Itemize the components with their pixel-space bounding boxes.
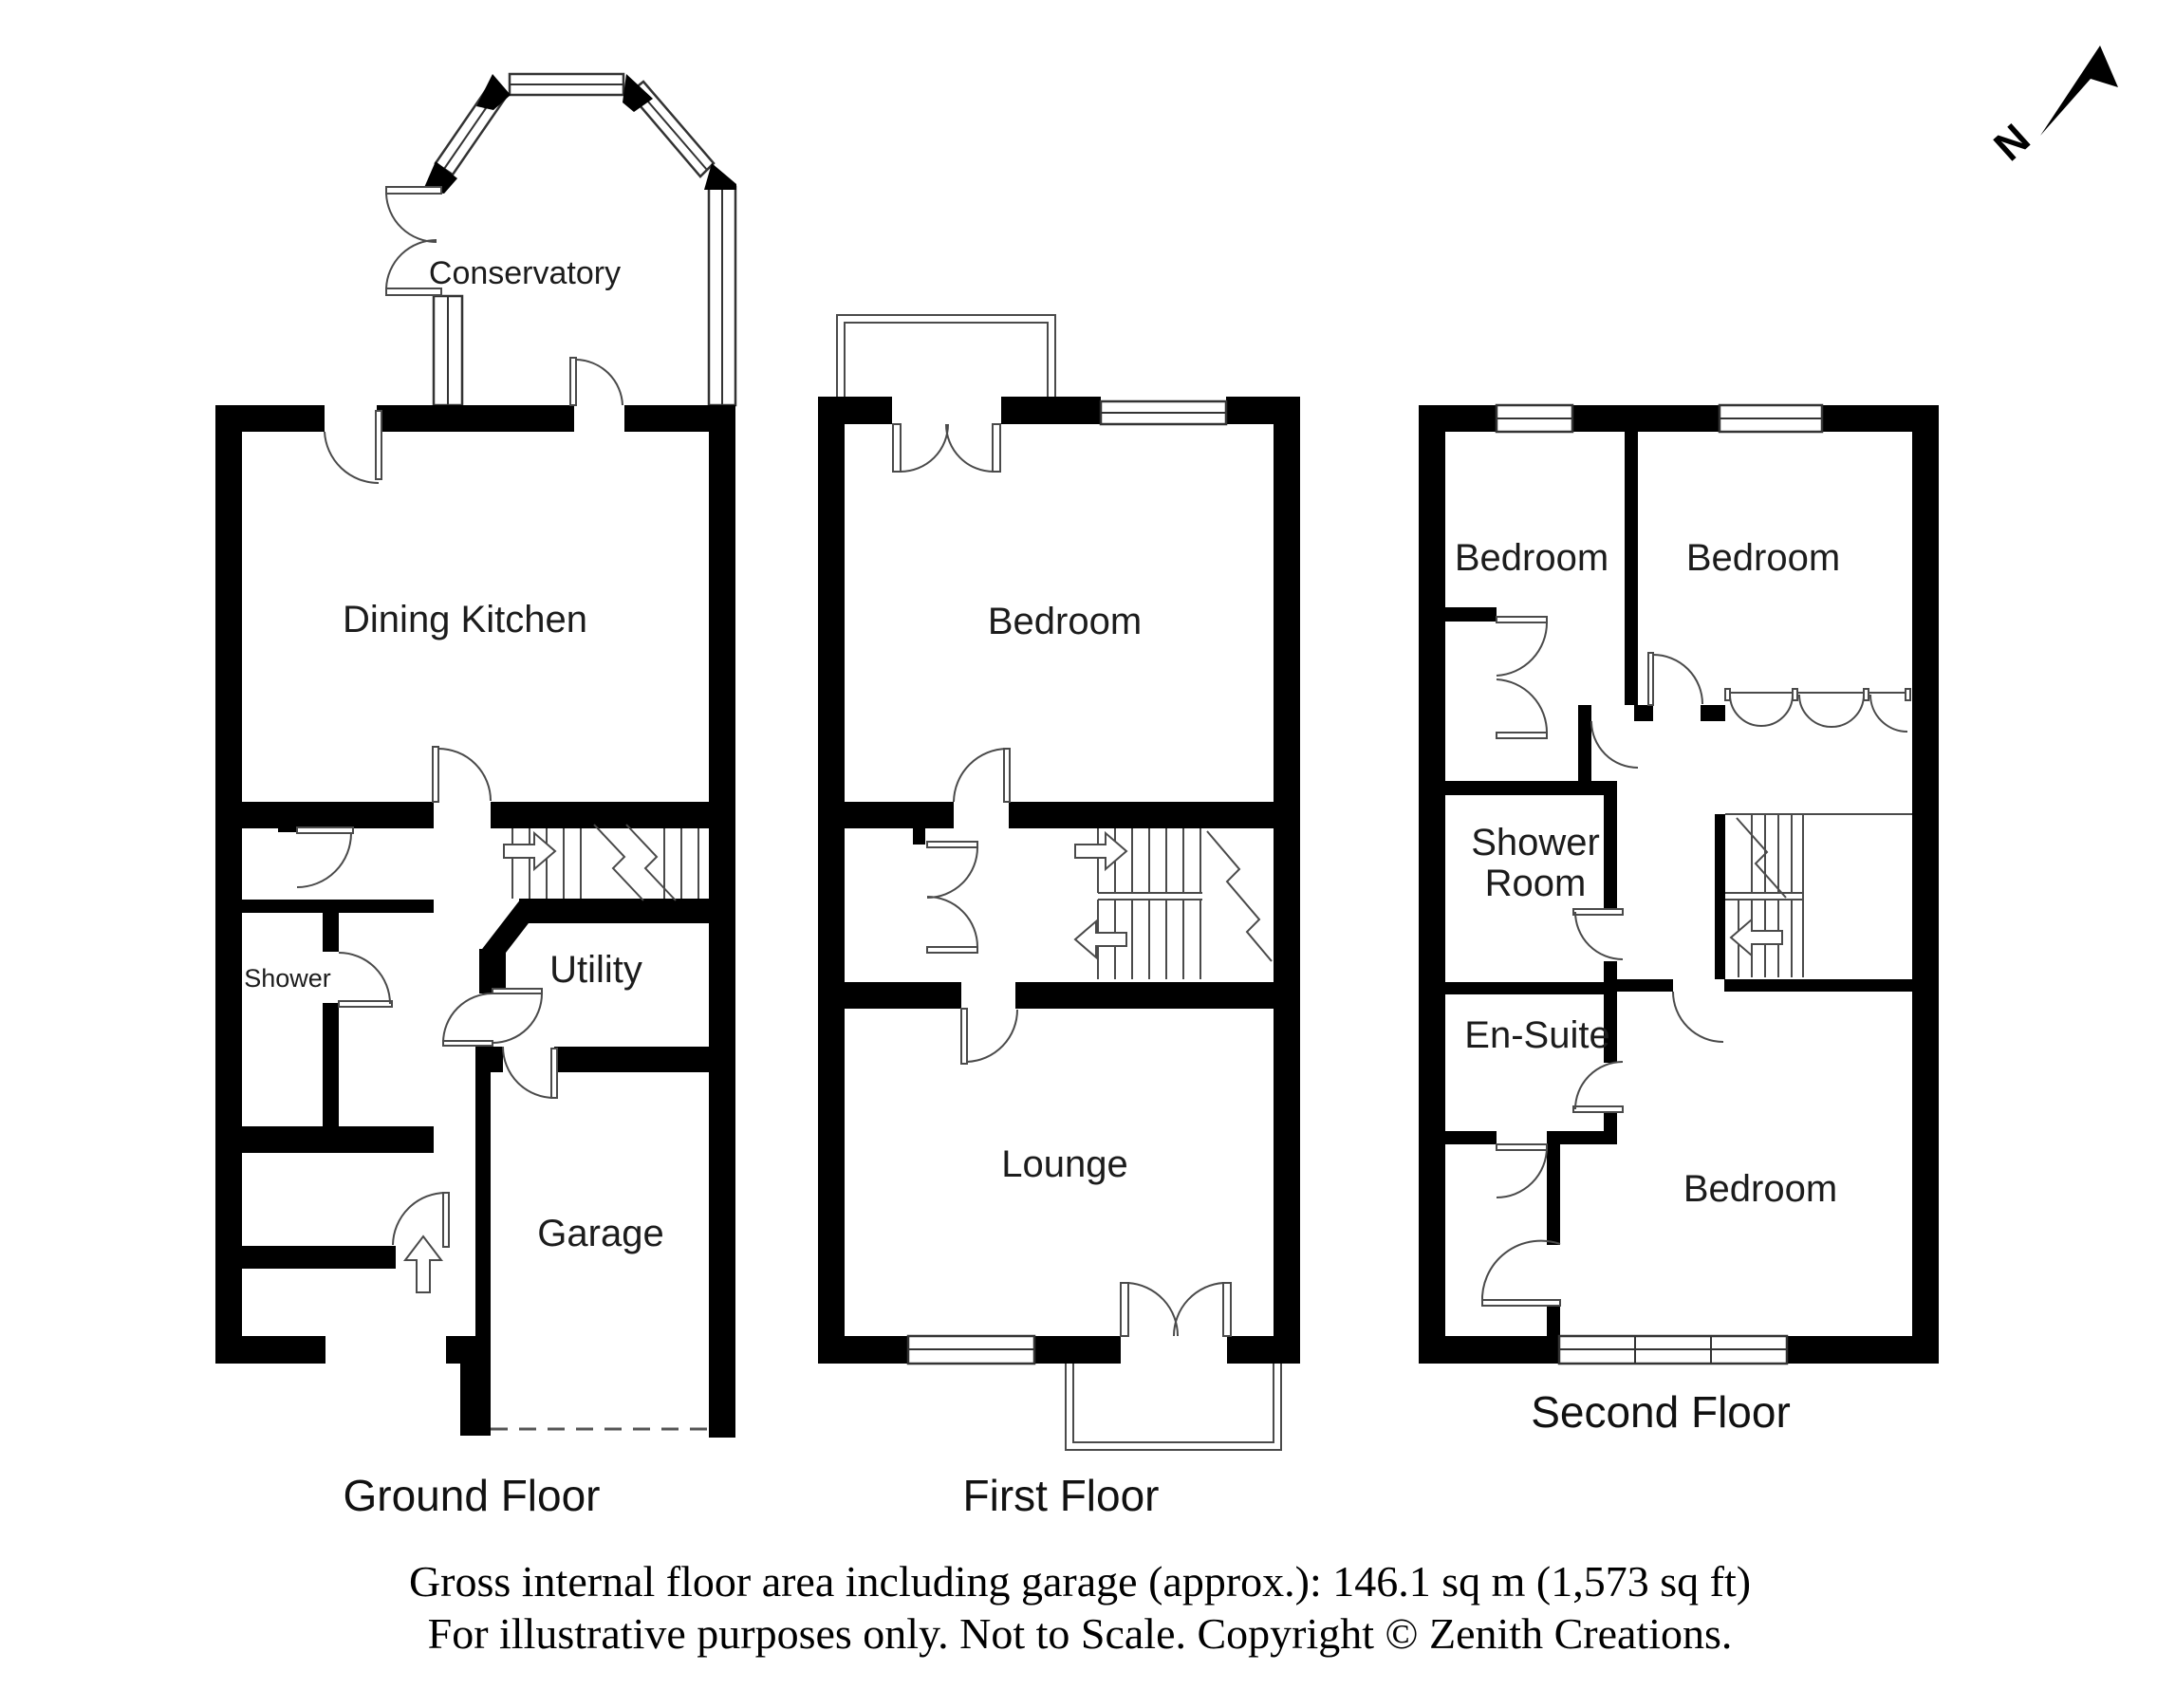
- ground-floor-plan: [215, 72, 737, 1438]
- first-floor-windows: [906, 399, 1228, 1365]
- ground-floor-stairs: [503, 824, 699, 901]
- second-floor-windows: [1495, 403, 1824, 1365]
- first-floor-bay-window: [836, 314, 1056, 397]
- en-suite-label: En-Suite: [1464, 1014, 1609, 1056]
- north-arrow-icon: N: [1985, 46, 2118, 170]
- first-floor-title: First Floor: [963, 1471, 1160, 1520]
- second-floor-title: Second Floor: [1531, 1387, 1791, 1437]
- second-floor-stairs: [1725, 813, 1912, 977]
- second-bedroom-right-label: Bedroom: [1686, 537, 1840, 579]
- dining-kitchen-label: Dining Kitchen: [343, 599, 587, 640]
- shower-label: Shower: [244, 964, 331, 993]
- stairs-up-arrow-icon: [1074, 830, 1128, 872]
- footer-disclaimer-text: For illustrative purposes only. Not to S…: [428, 1609, 1733, 1658]
- north-label: N: [1985, 116, 2038, 171]
- first-bedroom-label: Bedroom: [988, 601, 1142, 642]
- first-floor-plan: [818, 314, 1300, 1451]
- ground-floor-doors: [296, 357, 623, 1293]
- lounge-french-doors: [1065, 1282, 1282, 1451]
- lounge-label: Lounge: [1001, 1143, 1127, 1185]
- second-bedroom-bottom-label: Bedroom: [1683, 1168, 1837, 1210]
- garage-label: Garage: [537, 1213, 663, 1254]
- second-bedroom-left-label: Bedroom: [1455, 537, 1608, 579]
- conservatory-bay: [385, 72, 737, 407]
- shower-room-label-line2: Room: [1485, 863, 1587, 904]
- stairs-up-arrow-icon: [503, 830, 557, 872]
- stairs-down-arrow-icon: [1073, 919, 1127, 960]
- utility-label: Utility: [549, 949, 642, 991]
- second-floor-doors: [1480, 616, 1911, 1307]
- first-floor-stairs: [1073, 828, 1273, 979]
- second-floor-plan: [1419, 403, 1939, 1365]
- footer-area-text: Gross internal floor area including gara…: [409, 1557, 1751, 1606]
- shower-room-label-line1: Shower: [1471, 822, 1600, 863]
- stairs-down-arrow-icon: [1729, 917, 1783, 958]
- ground-floor-title: Ground Floor: [343, 1471, 600, 1520]
- conservatory-label: Conservatory: [429, 255, 621, 291]
- entrance-arrow-icon: [402, 1235, 444, 1293]
